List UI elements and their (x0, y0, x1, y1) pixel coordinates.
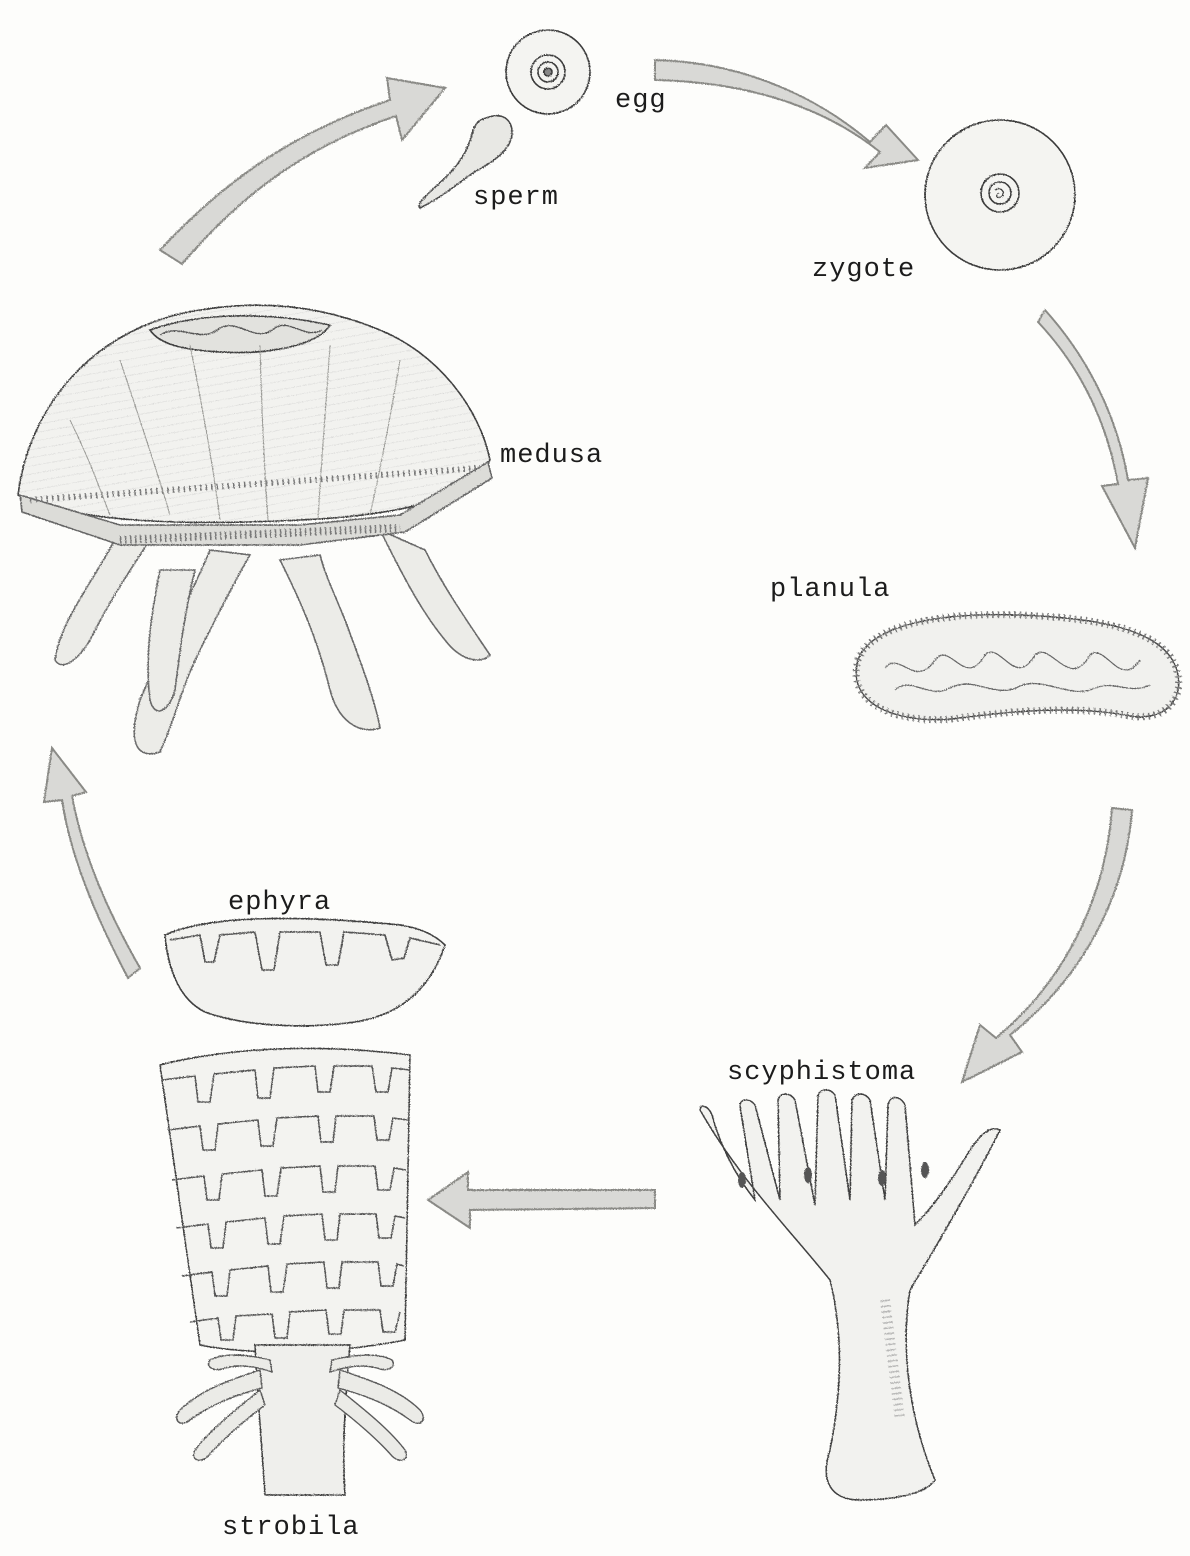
arrow-medusa-to-egg (160, 78, 445, 264)
arrow-scyphistoma-to-strobila (428, 1172, 655, 1228)
scyphistoma-illustration (700, 1090, 1000, 1500)
arrow-egg-to-zygote (655, 60, 918, 168)
strobila-illustration (160, 1048, 423, 1495)
strobila-label: strobila (222, 1515, 360, 1542)
medusa-label: medusa (500, 443, 603, 470)
planula-label: planula (770, 577, 890, 604)
zygote-illustration (925, 120, 1075, 270)
scyphistoma-label: scyphistoma (727, 1060, 916, 1087)
arrow-planula-to-scyphistoma (962, 808, 1132, 1082)
sperm-label: sperm (473, 185, 559, 212)
zygote-label: zygote (812, 257, 915, 284)
arrow-zygote-to-planula (1038, 310, 1148, 548)
ephyra-label: ephyra (228, 890, 331, 917)
ephyra-illustration (165, 918, 445, 1025)
planula-illustration (856, 615, 1179, 720)
egg-illustration (506, 30, 590, 114)
egg-label: egg (615, 88, 667, 115)
medusa-illustration (18, 305, 492, 754)
arrow-ephyra-to-medusa (44, 748, 140, 978)
